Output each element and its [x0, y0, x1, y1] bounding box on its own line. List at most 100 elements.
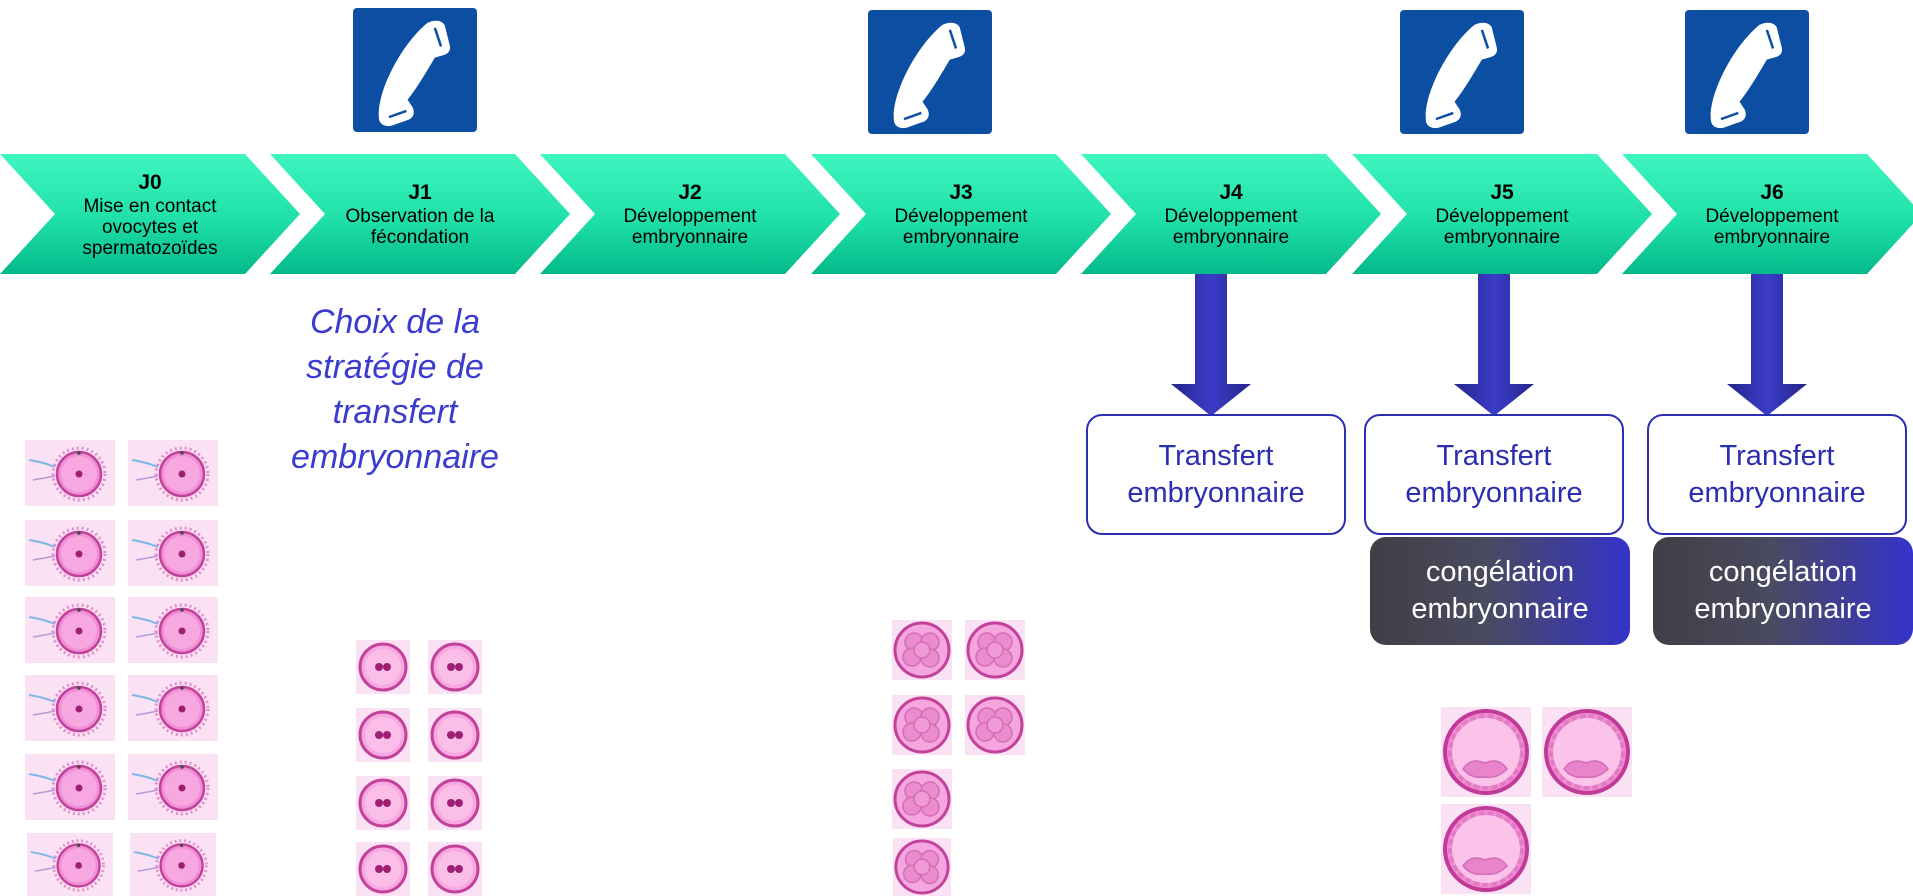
chevron-shape [540, 154, 840, 274]
timeline-label-line: Développement [894, 206, 1028, 227]
down-arrow-j5 [1454, 274, 1534, 416]
oocyte-with-sperm-icon [128, 833, 218, 896]
transfer-line: embryonnaire [1127, 476, 1305, 509]
two-pronuclei-zygote-icon [428, 842, 482, 896]
phone-icon [1685, 10, 1809, 134]
chevron-shape [0, 154, 300, 274]
transfer-box-j5: Transfert embryonnaire [1364, 414, 1624, 535]
timeline-day: J5 [1490, 181, 1514, 204]
transfer-line: Transfert [1158, 439, 1274, 472]
two-pronuclei-zygote-icon [356, 776, 410, 830]
timeline-day: J4 [1219, 181, 1243, 204]
two-pronuclei-zygote-icon [428, 776, 482, 830]
two-pronuclei-zygote-icon [356, 842, 410, 896]
transfer-box-j4: Transfert embryonnaire [1086, 414, 1346, 535]
timeline-label-line: embryonnaire [902, 227, 1020, 248]
chevron-shape [1081, 154, 1381, 274]
freeze-line: congélation [1425, 556, 1575, 588]
two-pronuclei-zygote-icon [356, 708, 410, 762]
transfer-line: Transfert [1719, 439, 1835, 472]
oocyte-with-sperm-icon [128, 440, 218, 506]
two-pronuclei-zygote-icon [356, 640, 410, 694]
freeze-text: congélation embryonnaire [1411, 554, 1588, 628]
oocyte-with-sperm-icon [25, 754, 115, 820]
timeline-label-line: Développement [1705, 206, 1839, 227]
oocyte-with-sperm-icon [25, 440, 115, 506]
timeline-label-line: embryonnaire [1172, 227, 1290, 248]
freeze-line: congélation [1708, 556, 1858, 588]
down-arrow-j4 [1171, 274, 1251, 416]
phone-icon [353, 8, 477, 132]
cleavage-embryo-icon [965, 694, 1025, 756]
cleavage-embryo-icon [892, 768, 952, 830]
chevron-shape [1352, 154, 1652, 274]
timeline-label-line: embryonnaire [1443, 227, 1561, 248]
transfer-text: Transfert embryonnaire [1688, 438, 1865, 512]
cleavage-embryo-icon [892, 694, 952, 756]
timeline-label-line: embryonnaire [631, 227, 749, 248]
two-pronuclei-zygote-icon [428, 708, 482, 762]
oocyte-with-sperm-icon [128, 597, 218, 663]
blastocyst-icon [1441, 707, 1531, 797]
timeline-label-line: fécondation [370, 227, 470, 248]
oocyte-with-sperm-icon [25, 597, 115, 663]
cleavage-embryo-icon [965, 619, 1025, 681]
oocyte-with-sperm-icon [25, 675, 115, 741]
freeze-line: embryonnaire [1411, 593, 1589, 625]
timeline-day: J6 [1760, 181, 1784, 204]
freeze-box-j5: congélation embryonnaire [1370, 537, 1630, 645]
down-arrow-j6 [1727, 274, 1807, 416]
transfer-text: Transfert embryonnaire [1405, 438, 1582, 512]
cleavage-embryo-icon [892, 619, 952, 681]
oocyte-with-sperm-icon [128, 520, 218, 586]
timeline-label-line: spermatozoïdes [82, 237, 218, 259]
transfer-line: Transfert [1436, 439, 1552, 472]
blastocyst-icon [1542, 707, 1632, 797]
strategy-line: Choix de la [309, 303, 481, 341]
oocyte-with-sperm-icon [25, 520, 115, 586]
timeline-day: J3 [949, 181, 973, 204]
blastocyst-icon [1441, 804, 1531, 894]
oocyte-with-sperm-icon [128, 754, 218, 820]
oocyte-with-sperm-icon [128, 675, 218, 741]
timeline-label-line: Développement [1164, 206, 1298, 227]
chevron-shape [270, 154, 570, 274]
strategy-line: stratégie de [306, 348, 484, 386]
timeline-day: J0 [138, 170, 162, 194]
oocyte-with-sperm-icon [25, 833, 115, 896]
strategy-note: Choix de la stratégie de transfert embryonn… [265, 300, 525, 480]
phone-icon [1400, 10, 1524, 134]
strategy-line: embryonnaire [291, 438, 499, 476]
phone-icon [868, 10, 992, 134]
timeline-label-line: Observation de la [345, 206, 495, 227]
timeline-day: J1 [408, 181, 432, 204]
strategy-line: transfert [332, 393, 458, 431]
chevron-shape [811, 154, 1111, 274]
transfer-line: embryonnaire [1688, 476, 1866, 509]
timeline-label-line: embryonnaire [1713, 227, 1831, 248]
transfer-line: embryonnaire [1405, 476, 1583, 509]
transfer-text: Transfert embryonnaire [1127, 438, 1304, 512]
timeline-label-line: ovocytes et [101, 216, 199, 238]
